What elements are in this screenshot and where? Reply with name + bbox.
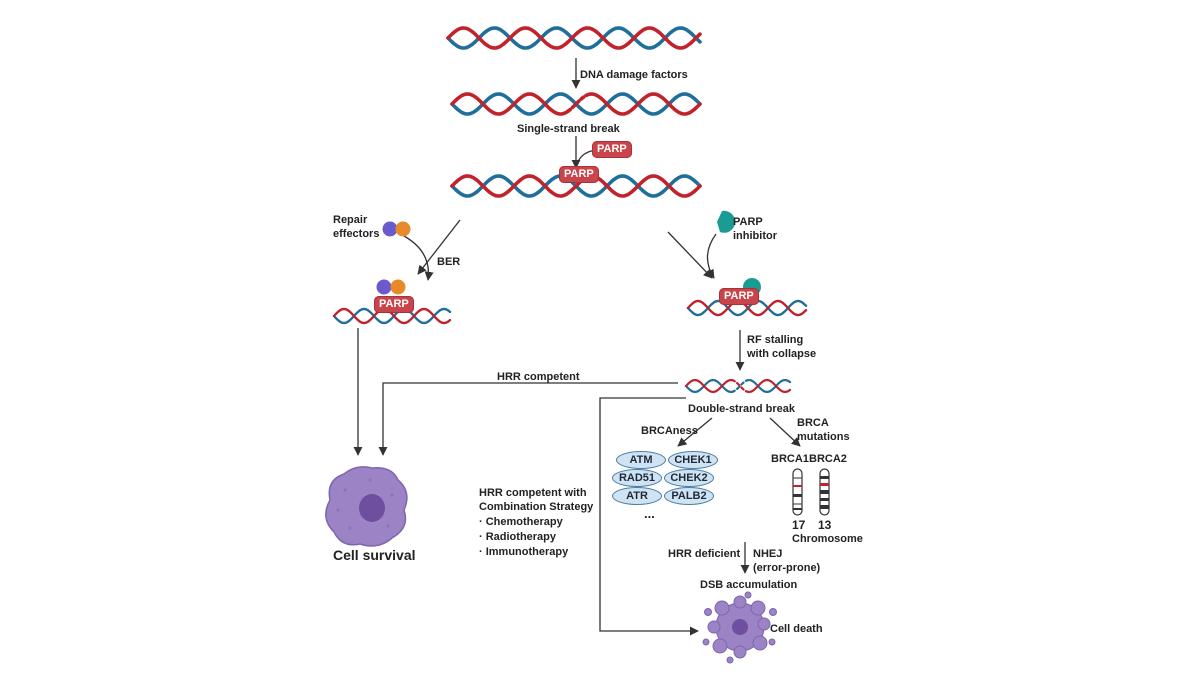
label-ellipsis: ...: [644, 506, 655, 521]
parp-badge-bound-ssb: PARP: [559, 166, 599, 183]
gene-oval: ATR: [612, 487, 662, 505]
dna-parp-helix-red-strand: [450, 174, 580, 198]
label-brcaness: BRCAness: [641, 425, 698, 437]
dna-dsb-helix-blue-strand: [748, 379, 792, 393]
survival-nucleus-icon: [359, 494, 385, 522]
dna-dsb-helix-red-strand: [684, 379, 734, 393]
label-brca1: BRCA1: [771, 453, 809, 465]
dna-ssb-helix-red-strand: [588, 92, 702, 116]
label-ber: BER: [437, 256, 461, 268]
gene-oval: CHEK1: [668, 451, 718, 469]
bound-effector-orange-icon: [390, 279, 406, 295]
label-rf-stalling: RF stalling with collapse: [747, 334, 817, 360]
label-brca-mutations: BRCA mutations: [797, 417, 850, 443]
bound-effector-purple-icon: [376, 279, 392, 295]
parp-badge-ber: PARP: [374, 296, 414, 313]
dna-dsb-helix-blue-strand: [684, 379, 734, 393]
label-chromosome: Chromosome: [792, 533, 863, 545]
dna-intact-helix-blue-strand: [446, 26, 702, 50]
effector-purple-icon: [382, 221, 398, 237]
dna-ber-helix-red-strand: [332, 307, 452, 325]
dna-stalled-helix-red-strand: [686, 299, 808, 317]
label-brca2: BRCA2: [809, 453, 847, 465]
arrow-hrr-competent: [378, 382, 678, 456]
dna-dsb-helix-red-break: [730, 379, 752, 393]
label-cell-death: Cell death: [770, 623, 823, 635]
arrow-right-branch: [667, 231, 713, 279]
parp-badge-free: PARP: [592, 141, 632, 158]
label-chr-17: 17: [792, 518, 806, 532]
gene-oval: CHEK2: [664, 469, 714, 487]
dna-dsb-helix-red-strand: [748, 379, 792, 393]
label-chr-13: 13: [818, 518, 832, 532]
dna-parp-helix-red-strand: [598, 174, 702, 198]
dna-ssb-helix-red-break: [566, 92, 592, 113]
arrow-left-branch: [417, 219, 461, 275]
label-single-strand-break: Single-strand break: [517, 123, 620, 135]
label-dsb-accumulation: DSB accumulation: [700, 579, 798, 591]
label-cell-survival: Cell survival: [333, 547, 416, 563]
label-nhej: NHEJ (error-prone): [753, 548, 821, 574]
chromosome-17-icon: [792, 468, 803, 516]
survival-cell-speckles: [336, 478, 394, 530]
parp-badge-trapped: PARP: [719, 288, 759, 305]
label-chemotherapy: · Chemotherapy: [479, 516, 563, 528]
parp-inhibitor-icon: [717, 210, 736, 233]
arrow-brcaness: [677, 417, 713, 447]
label-hrr-competent: HRR competent: [497, 371, 580, 383]
dna-dsb-helix-blue-break: [730, 379, 752, 393]
label-combination-title: HRR competent with Combination Strategy: [479, 487, 594, 513]
label-immunotherapy: · Immunotherapy: [479, 546, 569, 558]
label-radiotherapy: · Radiotherapy: [479, 531, 557, 543]
gene-oval: PALB2: [664, 487, 714, 505]
death-nucleus-icon: [732, 619, 748, 635]
dna-ssb-helix-red-strand: [450, 92, 570, 116]
arrow-brca-mutations: [769, 417, 801, 447]
arrow-ber: [403, 235, 434, 281]
effector-orange-icon: [395, 221, 411, 237]
dna-intact-helix-red-strand: [446, 26, 702, 50]
gene-oval: RAD51: [612, 469, 662, 487]
label-hrr-deficient: HRR deficient: [668, 548, 741, 560]
label-repair-effectors: Repair effectors: [333, 214, 380, 240]
label-parp-inhibitor: PARP inhibitor: [733, 216, 777, 242]
arrow-inhibitor: [705, 233, 717, 279]
dna-helices: [332, 26, 808, 393]
gene-oval: ATM: [616, 451, 666, 469]
chromosome-13-icon: [819, 468, 830, 516]
label-double-strand-break: Double-strand break: [688, 403, 795, 415]
arrow-combination: [599, 397, 699, 636]
label-dna-damage: DNA damage factors: [580, 69, 688, 81]
